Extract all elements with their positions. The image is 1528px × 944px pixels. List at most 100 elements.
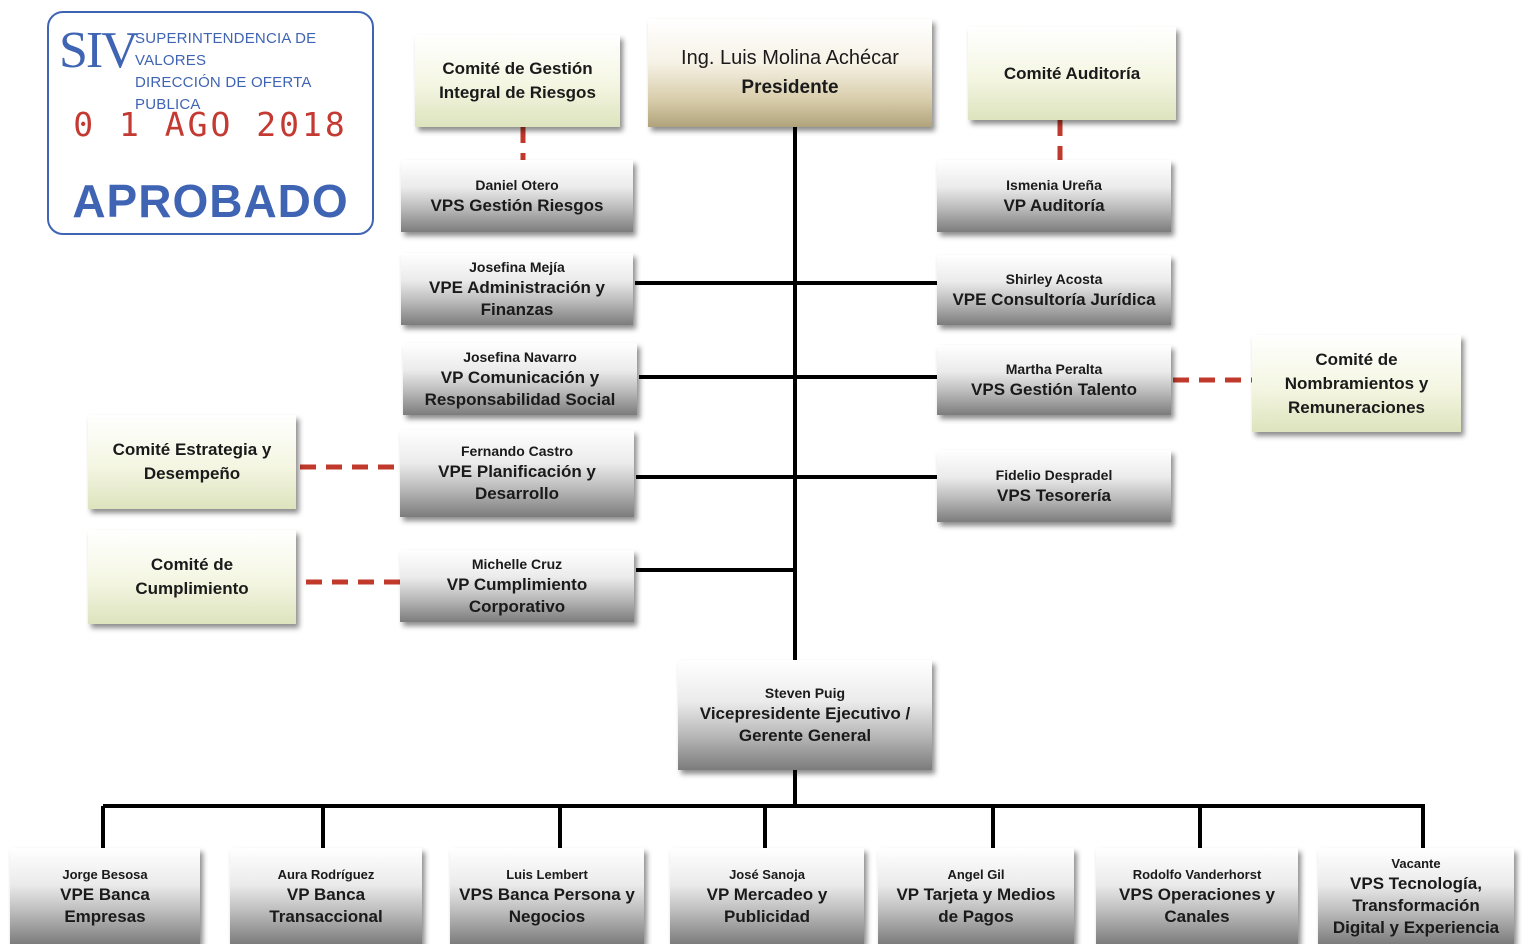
committee-label-line: Integral de Riesgos bbox=[439, 83, 596, 102]
siv-logo: SIV bbox=[59, 22, 139, 79]
executive-name: Martha Peralta bbox=[1005, 360, 1103, 377]
executive-title-line: VPE Planificación y bbox=[438, 462, 596, 481]
executive-title-line: VP Banca bbox=[286, 884, 366, 904]
committee-label-line: Comité Auditoría bbox=[1003, 63, 1141, 83]
president-name: Ing. Luis Molina Achécar bbox=[681, 47, 899, 69]
executive-title: VPE Planificación y Desarrollo bbox=[438, 461, 596, 505]
committee-label-line: Desempeño bbox=[143, 464, 241, 483]
executive-name: Rodolfo Vanderhorst bbox=[1132, 866, 1262, 882]
executive-title-line: Negocios bbox=[508, 906, 586, 926]
stamp-org-line-2: DIRECCIÓN DE OFERTA PUBLICA bbox=[135, 74, 311, 113]
executive-name: Luis Lembert bbox=[506, 866, 588, 882]
committee-label-line: Comité de bbox=[1315, 349, 1398, 369]
committee-cumplimiento: Comité de Cumplimiento bbox=[88, 530, 296, 624]
executive-name: Daniel Otero bbox=[475, 176, 559, 193]
executive-title: VPS Tesorería bbox=[997, 485, 1111, 507]
executive-title-line: VP Cumplimiento bbox=[446, 574, 588, 594]
committee-nombramientos: Comité de Nombramientos y Remuneraciones bbox=[1252, 335, 1461, 432]
committee-estrategia: Comité Estrategia y Desempeño bbox=[88, 415, 296, 509]
executive-title-line: VPS Tecnología, bbox=[1350, 873, 1482, 893]
executive-title-line: Digital y Experiencia bbox=[1332, 917, 1500, 937]
executive-title: VPS Gestión Riesgos bbox=[431, 195, 604, 217]
executive-title-line: VPE Banca bbox=[60, 884, 150, 904]
executive-title: VPS Gestión Talento bbox=[971, 379, 1137, 401]
executive-title: VPE Consultoría Jurídica bbox=[952, 289, 1155, 311]
executive-title-line: Empresas bbox=[64, 906, 146, 926]
executive-title-line: Corporativo bbox=[468, 596, 566, 616]
executive-name: Steven Puig bbox=[764, 684, 846, 701]
executive-title-line: VPE Administración y bbox=[428, 277, 606, 297]
executive-title: Vicepresidente Ejecutivo /Gerente Genera… bbox=[700, 703, 910, 747]
president-box: Ing. Luis Molina Achécar Presidente bbox=[648, 19, 932, 127]
executive-name: Michelle Cruz bbox=[471, 555, 563, 572]
executive-name: José Sanoja bbox=[729, 866, 805, 882]
right-executive-box: Ismenia Ureña VP Auditoría bbox=[937, 160, 1171, 232]
executive-name: Aura Rodríguez bbox=[277, 866, 375, 882]
executive-title: VP Auditoría bbox=[1003, 195, 1104, 217]
executive-title-line: VPS Tesorería bbox=[996, 485, 1112, 505]
executive-title-line: VPS Banca Persona y bbox=[459, 884, 635, 904]
stamp-organization: SUPERINTENDENCIA DE VALORES DIRECCIÓN DE… bbox=[135, 28, 372, 116]
executive-title-line: Gerente General bbox=[738, 725, 872, 745]
executive-title-line: VPS Gestión Talento bbox=[971, 379, 1137, 399]
executive-title-line: Canales bbox=[1164, 906, 1230, 926]
stamp-date: 0 1 AGO 2018 bbox=[73, 105, 348, 144]
executive-title-line: Transformación bbox=[1352, 895, 1480, 915]
committee-label-line: Nombramientos y bbox=[1284, 373, 1429, 393]
stamp-status: APROBADO bbox=[72, 175, 349, 227]
committee-label-line: Comité Estrategia y bbox=[112, 440, 272, 459]
executive-title-line: Vicepresidente Ejecutivo / bbox=[699, 703, 911, 723]
executive-name: Fernando Castro bbox=[460, 443, 573, 459]
stamp-org-line-1: SUPERINTENDENCIA DE VALORES bbox=[135, 30, 317, 69]
executive-name: Fidelio Despradel bbox=[995, 466, 1113, 483]
executive-title-line: Desarrollo bbox=[474, 484, 560, 503]
executive-title-line: Publicidad bbox=[724, 906, 810, 926]
executive-name: Ismenia Ureña bbox=[1006, 176, 1102, 193]
executive-title-line: VPS Operaciones y bbox=[1119, 884, 1275, 904]
approval-stamp: SIV SUPERINTENDENCIA DE VALORES DIRECCIÓ… bbox=[47, 11, 374, 235]
executive-name: Jorge Besosa bbox=[62, 866, 148, 882]
executive-title-line: VP Mercadeo y bbox=[706, 884, 828, 904]
executive-title-line: Responsabilidad Social bbox=[424, 389, 616, 409]
executive-title-line: Finanzas bbox=[480, 299, 554, 319]
committee-label-line: Comité de bbox=[150, 555, 234, 574]
executive-name: Angel Gil bbox=[947, 866, 1005, 882]
executive-title-line: VP Comunicación y bbox=[440, 367, 600, 387]
executive-title-line: VP Auditoría bbox=[1003, 195, 1105, 215]
committee-label-line: Remuneraciones bbox=[1288, 397, 1425, 417]
executive-title-line: Transaccional bbox=[269, 906, 383, 926]
executive-title-line: VPE Consultoría Jurídica bbox=[952, 289, 1156, 309]
president-title: Presidente bbox=[741, 77, 839, 98]
executive-title-line: VP Tarjeta y Medios bbox=[896, 884, 1056, 904]
committee-label-line: Cumplimiento bbox=[135, 579, 249, 598]
committee-auditoria: Comité Auditoría bbox=[968, 27, 1176, 120]
executive-name: Josefina Navarro bbox=[463, 348, 577, 365]
executive-name: Vacante bbox=[1391, 855, 1441, 871]
